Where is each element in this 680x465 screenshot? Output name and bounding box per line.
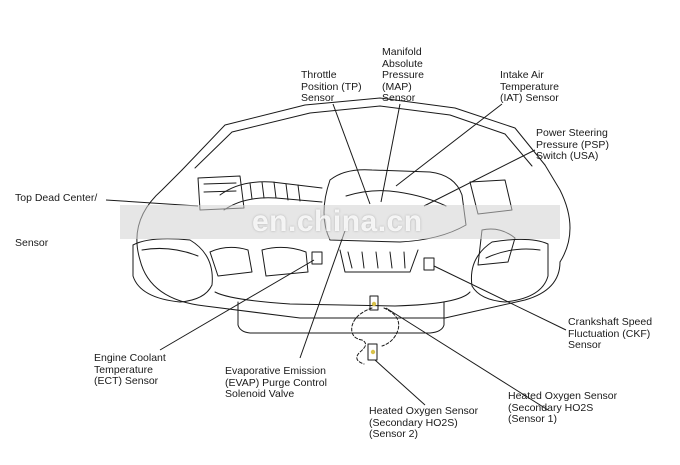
leader-tp — [332, 103, 371, 205]
ect-sensor — [311, 251, 323, 265]
leader-ho2s-2 — [374, 359, 426, 406]
leader-map — [380, 103, 401, 203]
label-psp-switch: Power Steering Pressure (PSP) Switch (US… — [536, 127, 609, 162]
label-ho2s-sensor-1: Heated Oxygen Sensor (Secondary HO2S (Se… — [508, 390, 618, 425]
label-throttle-position-sensor: Throttle Position (TP) Sensor — [301, 69, 362, 104]
right-headlight — [470, 238, 549, 303]
label-tdc-sensor-top: Top Dead Center/ — [15, 192, 98, 204]
leader-evap — [299, 227, 347, 359]
leader-psp — [423, 149, 536, 207]
ckf-sensor — [423, 257, 435, 271]
label-ho2s-sensor-2: Heated Oxygen Sensor (Secondary HO2S) (S… — [369, 405, 479, 440]
label-ckf-sensor: Crankshaft Speed Fluctuation (CKF) Senso… — [568, 316, 653, 351]
leader-ect — [159, 259, 315, 351]
leader-ho2s-1 — [385, 307, 549, 411]
watermark-band — [120, 205, 560, 239]
leader-ckf — [433, 265, 567, 331]
hood-inner — [194, 105, 533, 169]
label-iat-sensor: Intake Air Temperature (IAT) Sensor — [500, 69, 559, 104]
leader-iat — [395, 103, 503, 187]
label-evap-valve: Evaporative Emission (EVAP) Purge Contro… — [225, 365, 327, 400]
label-ect-sensor: Engine Coolant Temperature (ECT) Sensor — [94, 352, 166, 387]
left-headlight — [132, 238, 213, 303]
ho2s-sensor-2 — [367, 343, 378, 361]
ho2s-wiring — [351, 307, 400, 365]
label-tdc-sensor-bottom: Sensor — [15, 237, 49, 249]
body-lower — [139, 259, 561, 319]
watermark-text: en.china.cn — [252, 205, 423, 238]
hood-outline — [181, 97, 546, 171]
ho2s-2-accent — [370, 349, 376, 355]
ho2s-sensor-1 — [369, 295, 379, 311]
bumper — [214, 291, 471, 307]
label-map-sensor: Manifold Absolute Pressure (MAP) Sensor — [382, 46, 425, 104]
ho2s-1-accent — [371, 301, 377, 307]
